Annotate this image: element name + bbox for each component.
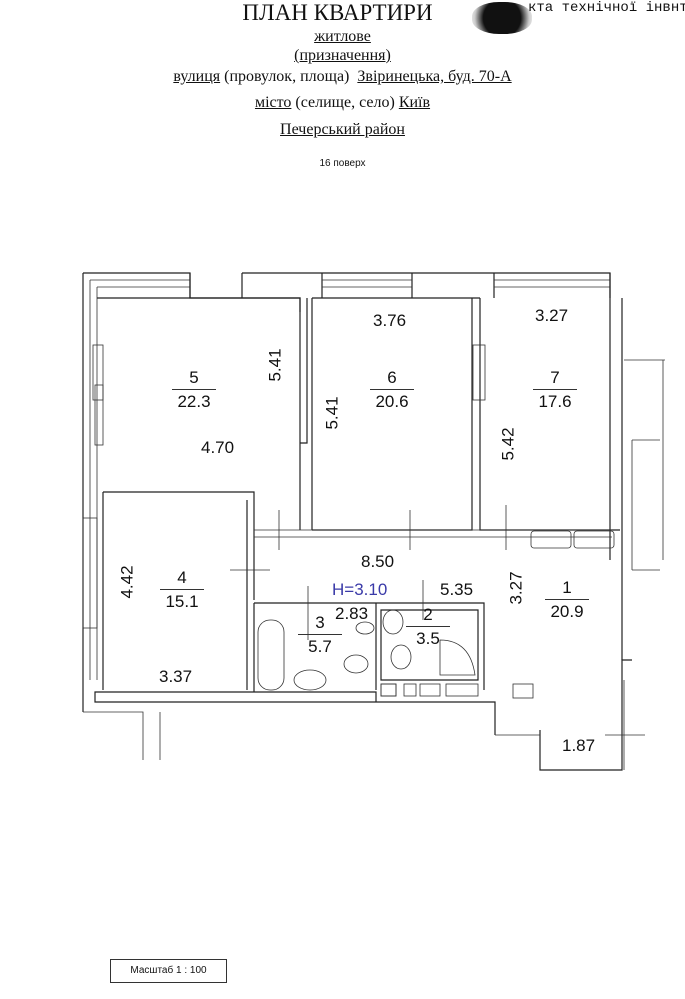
toilet-icon <box>355 621 375 635</box>
room-area: 5.7 <box>308 637 332 656</box>
dim-r4-depth: 4.42 <box>117 565 137 599</box>
shaft <box>380 683 397 697</box>
dim-r5-width: 4.70 <box>201 438 235 457</box>
room-number: 1 <box>545 578 589 600</box>
overlay-text: кта технічної інвнта <box>528 0 685 16</box>
bathtub-icon <box>257 619 285 691</box>
dim-r5-depth: 5.41 <box>265 348 285 382</box>
city-value: Київ <box>398 94 431 111</box>
district: Печерський район <box>280 121 405 138</box>
dim-r7-depth: 5.42 <box>498 427 518 461</box>
room-area: 20.9 <box>550 602 584 621</box>
dim-hall-width: 1.87 <box>562 736 596 755</box>
purpose-value: житлове <box>314 28 371 45</box>
dim-r7-width: 3.27 <box>535 306 569 325</box>
room-area: 15.1 <box>165 592 199 611</box>
toilet-icon <box>390 644 412 670</box>
ceiling-height: H=3.10 <box>332 580 388 599</box>
room-number: 5 <box>172 368 216 390</box>
shaft <box>419 683 441 697</box>
city-caption: (селище, село) <box>295 94 395 111</box>
dim-r6-width: 3.76 <box>373 311 407 330</box>
shaft <box>403 683 417 697</box>
outer-wall <box>82 272 301 692</box>
purpose-caption: (призначення) <box>294 47 391 64</box>
toilet-icon <box>343 654 369 674</box>
right-wall <box>609 273 623 660</box>
dim-r1-width: 5.35 <box>440 580 474 599</box>
room-number: 2 <box>406 605 450 627</box>
street-value: Звіринецька, буд. 70-А <box>357 68 512 85</box>
room-number: 7 <box>533 368 577 390</box>
room-area: 20.6 <box>375 392 409 411</box>
shaft <box>445 683 479 697</box>
window <box>82 517 98 629</box>
bottom-wall-detail <box>83 711 540 760</box>
room-number: 3 <box>298 613 342 635</box>
room-area: 22.3 <box>177 392 211 411</box>
fixture <box>530 530 572 549</box>
redaction-mark <box>472 2 532 34</box>
room-5-walls <box>97 297 313 530</box>
fixture <box>573 530 615 549</box>
room-number: 4 <box>160 568 204 590</box>
sink-icon <box>382 609 404 635</box>
room-number: 6 <box>370 368 414 390</box>
room-6-7-walls <box>312 297 620 531</box>
door-jamb <box>472 344 486 401</box>
window <box>94 384 104 446</box>
shaft <box>512 683 534 699</box>
bottom-wall <box>82 659 632 771</box>
street-label: вулиця <box>173 68 221 85</box>
city-line: місто (селище, село) Київ <box>0 94 685 112</box>
room-area: 17.6 <box>538 392 572 411</box>
corridor-wall <box>254 529 612 538</box>
dim-r6-depth: 5.41 <box>322 396 342 430</box>
dimension-marks <box>230 505 645 770</box>
city-label: місто <box>254 94 292 111</box>
room-4-walls <box>102 491 255 690</box>
shower-icon <box>439 639 476 676</box>
room-area: 3.5 <box>416 629 440 648</box>
window-frame <box>89 279 190 680</box>
dim-corridor-length: 8.50 <box>361 552 395 571</box>
scale-label: Масштаб 1 : 100 <box>110 959 227 983</box>
window-frame <box>322 279 610 288</box>
dim-r1-depth: 3.27 <box>506 571 526 605</box>
document-title: ПЛАН КВАРТИРИ <box>242 0 433 25</box>
window <box>92 344 104 401</box>
bathroom-walls <box>253 602 485 692</box>
dim-r4-width: 3.37 <box>159 667 193 686</box>
street-line: вулиця (провулок, площа) Звіринецька, бу… <box>0 68 685 86</box>
floor-label: 16 поверх <box>319 158 366 169</box>
shaft <box>380 683 397 697</box>
dim-r3-width: 2.83 <box>335 604 369 623</box>
sink-icon <box>293 669 327 691</box>
top-wall <box>189 272 611 298</box>
street-caption: (провулок, площа) <box>224 68 350 85</box>
right-wall-detail <box>624 359 665 571</box>
